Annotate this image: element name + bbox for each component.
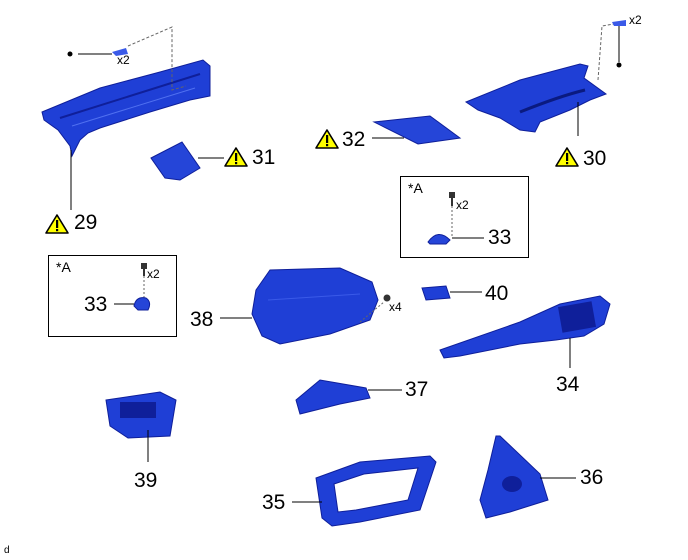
quantity-label: x4 <box>389 300 402 314</box>
inset-label: *A <box>56 259 71 275</box>
part-29-pillar-garnish <box>41 59 211 158</box>
caution-triangle-icon <box>45 214 69 234</box>
screw-icon <box>383 294 391 302</box>
part-38-meter-hood <box>251 267 379 345</box>
part-number-34: 34 <box>556 373 580 396</box>
part-number-32: 32 <box>342 128 366 151</box>
part-number-37: 37 <box>405 378 429 401</box>
anchor-dot <box>67 51 73 57</box>
caution-triangle-icon <box>555 147 579 167</box>
screw-icon <box>141 263 147 276</box>
quantity-label: x2 <box>117 53 130 67</box>
part-number-29: 29 <box>74 211 98 234</box>
quantity-label: x2 <box>629 13 642 27</box>
clip-icon <box>612 20 626 26</box>
part-36-side-panel <box>479 435 549 519</box>
part-30-pillar-garnish <box>464 63 608 133</box>
part-number-40: 40 <box>485 282 509 305</box>
clip-icon <box>112 48 128 56</box>
part-number-36: 36 <box>580 466 604 489</box>
part-40-switch <box>421 285 451 301</box>
inset-label: *A <box>408 180 423 196</box>
part-number-33: 33 <box>84 293 108 316</box>
part-37-panel <box>295 379 371 415</box>
part-31-cover <box>150 141 201 181</box>
part-32-cover <box>372 115 462 145</box>
inset-box-a-right <box>400 176 529 258</box>
part-number-30: 30 <box>583 147 607 170</box>
caution-triangle-icon <box>315 129 339 149</box>
part-39-register <box>105 391 177 439</box>
quantity-label: x2 <box>147 267 160 281</box>
part-number-31: 31 <box>252 146 276 169</box>
part-33-clip <box>427 234 451 245</box>
caution-triangle-icon <box>224 147 248 167</box>
part-34-register-panel <box>439 295 611 359</box>
part-number-35: 35 <box>262 491 286 514</box>
part-number-38: 38 <box>190 308 214 331</box>
corner-mark: d <box>4 545 10 556</box>
part-number-39: 39 <box>134 469 158 492</box>
inset-box-a-left <box>48 255 177 337</box>
part-35-bezel <box>315 455 437 527</box>
quantity-label: x2 <box>456 198 469 212</box>
screw-icon <box>449 192 455 206</box>
part-33-clip <box>133 297 151 311</box>
part-number-33: 33 <box>488 226 512 249</box>
